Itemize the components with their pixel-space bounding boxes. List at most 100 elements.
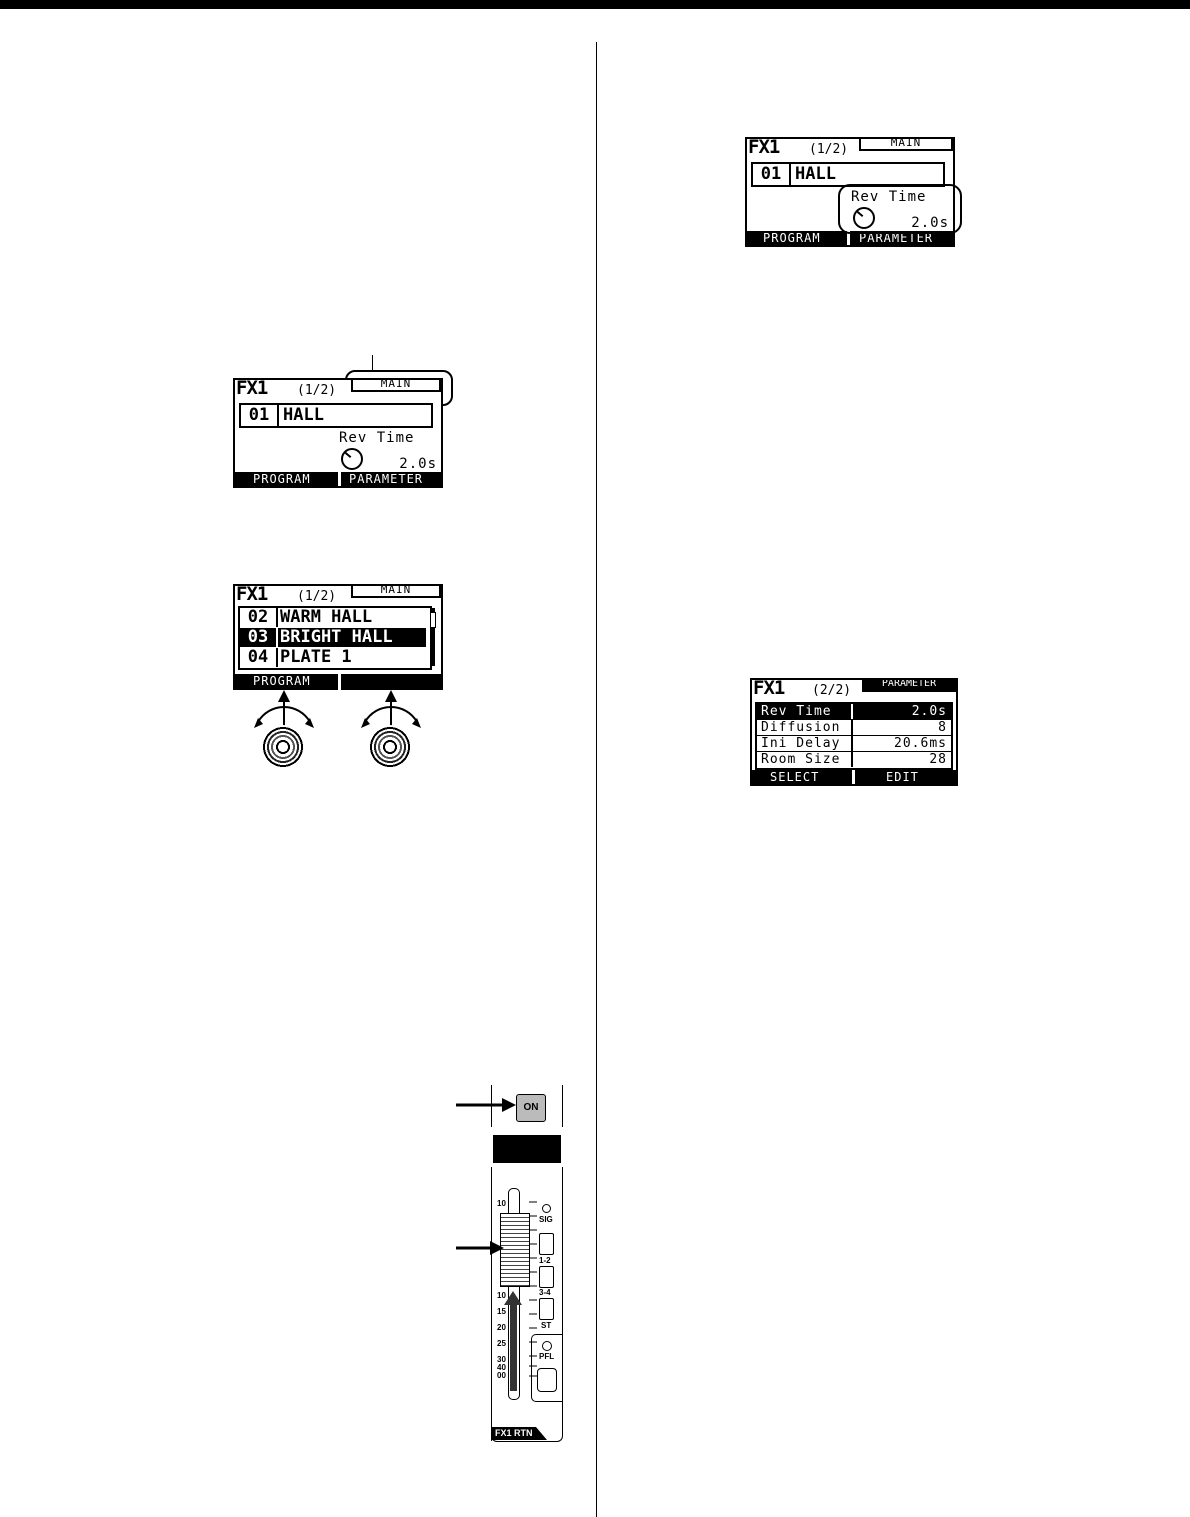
program-field[interactable]: 01 HALL <box>239 403 433 428</box>
callout-outline <box>838 184 962 234</box>
parameter-name: Ini Delay <box>761 736 841 751</box>
tab-parameter[interactable]: PARAMETER <box>862 680 956 692</box>
softkey-separator <box>338 674 341 690</box>
list-item-number: 04 <box>240 648 278 667</box>
pfl-panel <box>531 1334 562 1402</box>
softkey-separator <box>338 472 341 486</box>
knob-icon <box>341 448 363 470</box>
pfl-button[interactable] <box>537 1368 557 1392</box>
list-item-number: 03 <box>240 628 278 647</box>
column-separator <box>851 720 853 735</box>
fader-knob[interactable] <box>500 1213 530 1287</box>
softkey-separator <box>847 231 850 245</box>
fx-label: FX1 <box>236 378 268 399</box>
param-value: 2.0s <box>399 456 437 472</box>
knob-icon <box>853 207 875 229</box>
page-indicator: (1/2) <box>297 589 337 604</box>
encoder-knob-right[interactable] <box>368 725 412 769</box>
scale-label: 10 <box>497 1291 506 1300</box>
column-separator <box>851 752 853 767</box>
channel-name-tag: FX1 RTN <box>492 1427 547 1440</box>
fx-label: FX1 <box>236 584 268 605</box>
assign-label: 1-2 <box>539 1256 551 1265</box>
encoder-knob-left[interactable] <box>261 725 305 769</box>
pfl-led <box>542 1341 552 1351</box>
tab-main[interactable]: MAIN <box>859 139 953 151</box>
arrow-to-fader <box>456 1241 504 1255</box>
page-indicator: (2/2) <box>812 683 852 698</box>
parameter-row[interactable]: Ini Delay 20.6ms <box>757 736 951 752</box>
fx-label: FX1 <box>753 678 785 699</box>
parameter-name: Diffusion <box>761 720 841 735</box>
pfl-label: PFL <box>539 1352 555 1361</box>
softkey-program[interactable]: PROGRAM <box>763 231 821 245</box>
lcd-parameter-screen: FX1 (2/2) PARAMETER Rev Time 2.0s Diffus… <box>750 678 958 786</box>
list-item-number: 02 <box>240 608 278 627</box>
lcd-main-screen-2: FX1 (1/2) MAIN 01 HALL Rev Time 2.0s PRO… <box>745 137 955 247</box>
softkey-program[interactable]: PROGRAM <box>253 472 311 486</box>
list-item[interactable]: 04 PLATE 1 <box>240 648 426 667</box>
parameter-value: 8 <box>938 720 947 735</box>
parameter-name: Room Size <box>761 752 841 767</box>
softkey-parameter[interactable]: PARAMETER <box>859 231 934 245</box>
fader-ticks <box>529 1201 537 1377</box>
scale-label: 15 <box>497 1307 506 1316</box>
list-item-name: PLATE 1 <box>280 647 352 667</box>
assign-button-3-4[interactable] <box>539 1266 554 1288</box>
callout-leader <box>372 355 373 372</box>
assign-button-1-2[interactable] <box>539 1233 554 1255</box>
assign-label: 3-4 <box>539 1288 551 1297</box>
soft-key-bar: SELECT EDIT <box>752 770 956 784</box>
on-button[interactable]: ON <box>516 1094 546 1122</box>
parameter-value: 2.0s <box>911 704 947 719</box>
softkey-edit[interactable]: EDIT <box>886 770 919 784</box>
parameter-value: 28 <box>929 752 947 767</box>
page-indicator: (1/2) <box>297 383 337 398</box>
param-label: Rev Time <box>851 189 927 205</box>
fx-label: FX1 <box>748 137 780 158</box>
list-item-selected[interactable]: 03 BRIGHT HALL <box>240 628 426 647</box>
softkey-select[interactable]: SELECT <box>770 770 820 784</box>
encoder-arrows <box>254 690 421 728</box>
program-number: 01 <box>241 405 279 426</box>
soft-key-bar: PROGRAM PARAMETER <box>747 231 953 245</box>
sig-label: SIG <box>539 1215 553 1224</box>
parameter-name: Rev Time <box>761 704 832 719</box>
program-list[interactable]: 02 WARM HALL 03 BRIGHT HALL 04 PLATE 1 <box>238 606 432 670</box>
param-value: 2.0s <box>911 215 949 231</box>
sig-led <box>542 1204 551 1213</box>
list-item[interactable]: 02 WARM HALL <box>240 608 426 627</box>
scrollbar[interactable] <box>431 608 435 666</box>
assign-label: ST <box>541 1321 552 1330</box>
soft-key-bar: PROGRAM <box>235 674 441 690</box>
tab-main[interactable]: MAIN <box>351 586 441 598</box>
strip-edge <box>491 1167 492 1441</box>
parameter-row[interactable]: Diffusion 8 <box>757 720 951 736</box>
parameter-row-selected[interactable]: Rev Time 2.0s <box>757 704 951 720</box>
list-item-name: BRIGHT HALL <box>280 627 393 647</box>
top-rule <box>0 0 1190 9</box>
param-label: Rev Time <box>339 430 415 446</box>
tab-main[interactable]: MAIN <box>351 380 441 392</box>
softkey-parameter[interactable]: PARAMETER <box>349 472 424 486</box>
scale-label: 30 <box>497 1355 506 1364</box>
scale-label: 10 <box>497 1199 506 1208</box>
parameter-table[interactable]: Rev Time 2.0s Diffusion 8 Ini Delay 20.6… <box>755 702 953 770</box>
softkey-separator <box>852 770 855 784</box>
fader-arrow-shaft <box>510 1303 517 1391</box>
scale-label: 20 <box>497 1323 506 1332</box>
scale-label: 40 <box>497 1363 506 1372</box>
parameter-value: 20.6ms <box>894 736 947 751</box>
soft-key-bar: PROGRAM PARAMETER <box>235 472 441 486</box>
column-separator <box>851 704 853 719</box>
program-name: HALL <box>795 164 836 184</box>
program-number: 01 <box>753 164 791 185</box>
parameter-row[interactable]: Room Size 28 <box>757 752 951 767</box>
page-indicator: (1/2) <box>809 142 849 157</box>
assign-button-st[interactable] <box>539 1298 554 1320</box>
softkey-program[interactable]: PROGRAM <box>253 674 311 688</box>
arrow-to-on-button <box>456 1098 516 1112</box>
channel-strip: ON 10 10 15 20 25 30 40 00 SIG 1-2 3-4 S… <box>491 1085 563 1442</box>
scrollbar-thumb[interactable] <box>430 612 436 628</box>
lcd-program-list: FX1 (1/2) MAIN 02 WARM HALL 03 BRIGHT HA… <box>233 584 443 690</box>
